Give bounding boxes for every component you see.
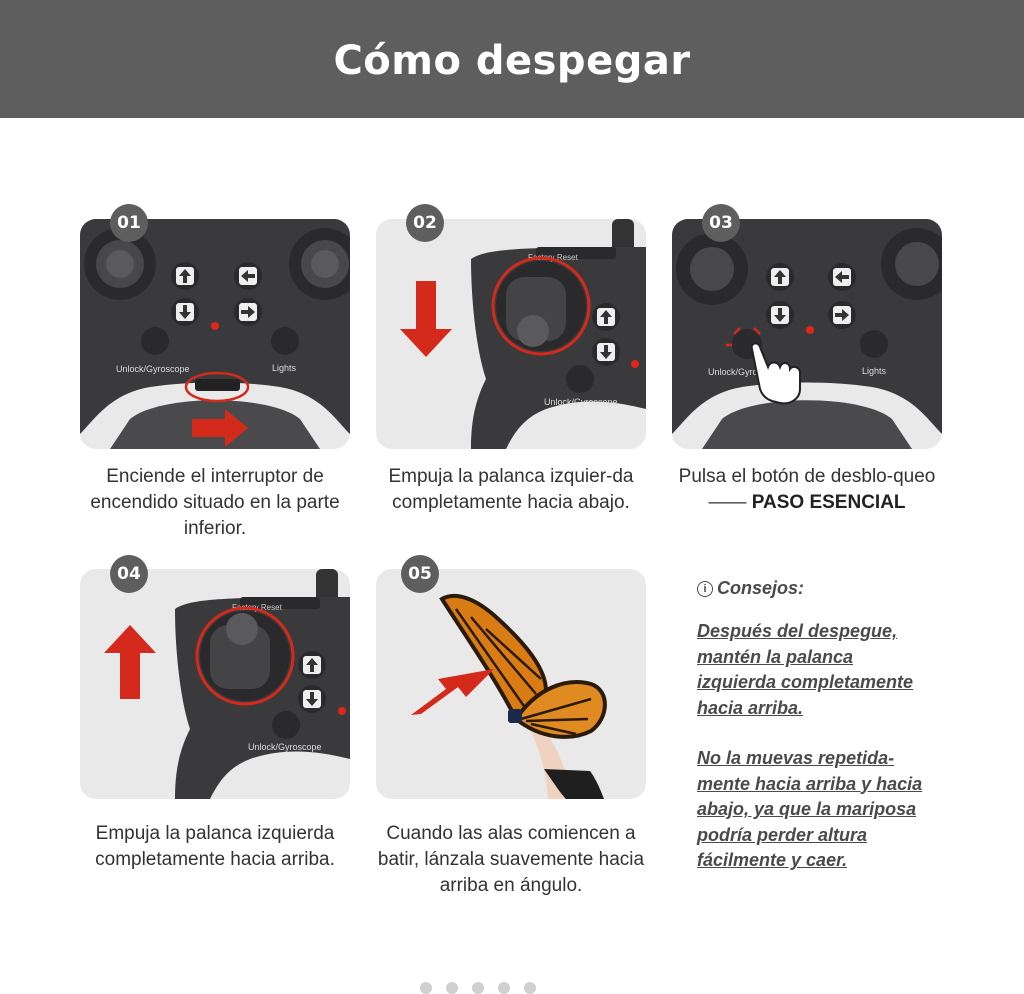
step-image-unlock-button: Unlock/Gyro Lights [672, 219, 942, 449]
pagination-dots [420, 982, 536, 994]
unlock-label: Unlock/Gyroscope [248, 742, 322, 752]
tip-item: No la muevas repetida- mente hacia arrib… [697, 748, 923, 870]
unlock-label: Unlock/Gyroscope [116, 364, 190, 374]
step-number-badge: 03 [702, 204, 740, 242]
step-image-left-stick-down: Factory Reset Unlock/Gyroscope [376, 219, 646, 449]
page-header: Cómo despegar [0, 0, 1024, 118]
highlight-circle [184, 371, 250, 403]
pagination-dot[interactable] [472, 982, 484, 994]
controller-illustration: Factory Reset Unlock/Gyroscope [104, 569, 350, 799]
pagination-dot[interactable] [446, 982, 458, 994]
step-caption-text: Pulsa el botón de desblo-queo —— [678, 466, 936, 513]
step-number-badge: 04 [110, 555, 148, 593]
pagination-dot[interactable] [498, 982, 510, 994]
step-caption: Enciende el interruptor de encendido sit… [90, 466, 340, 539]
butterfly-illustration [411, 593, 607, 799]
controller-illustration: Factory Reset Unlock/Gyroscope [400, 219, 646, 449]
step-image-left-stick-up: Factory Reset Unlock/Gyroscope [80, 569, 350, 799]
tip-item: Después del despegue, mantén la palanca … [697, 621, 914, 718]
essential-step-label: PASO ESENCIAL [751, 492, 906, 513]
step-caption: Cuando las alas comiencen a batir, lánza… [377, 823, 645, 896]
controller-illustration: Unlock/Gyro Lights [672, 219, 942, 449]
lights-label: Lights [272, 363, 297, 373]
unlock-label: Unlock/Gyroscope [544, 397, 618, 407]
pagination-dot[interactable] [524, 982, 536, 994]
step-caption: Empuja la palanca izquier-da completamen… [388, 466, 634, 513]
step-number-badge: 01 [110, 204, 148, 242]
arrow-right-icon [192, 409, 248, 447]
step-number-badge: 05 [401, 555, 439, 593]
highlight-circle [491, 256, 591, 356]
step-number-badge: 02 [406, 204, 444, 242]
info-icon: i [697, 580, 713, 597]
step-caption: Empuja la palanca izquierda completament… [95, 823, 335, 870]
hand-pointer-icon [750, 342, 801, 405]
tips-heading: i Consejos: [697, 578, 987, 599]
arrow-diagonal-icon [411, 669, 494, 715]
arrow-up-icon [104, 625, 156, 699]
unlock-label: Unlock/Gyro [708, 367, 758, 377]
tips-panel: i Consejos: Después del despegue, mantén… [697, 578, 987, 899]
pagination-dot[interactable] [420, 982, 432, 994]
page-title: Cómo despegar [333, 38, 691, 84]
step-image-launch-butterfly [376, 569, 646, 799]
step-image-power-switch: Unlock/Gyroscope Lights [80, 219, 350, 449]
controller-illustration: Unlock/Gyroscope Lights [80, 219, 350, 449]
tips-heading-text: Consejos: [717, 578, 805, 598]
factory-reset-label: Factory Reset [232, 603, 283, 612]
step-caption: Pulsa el botón de desblo-queo —— PASO ES… [662, 464, 952, 516]
factory-reset-label: Factory Reset [528, 253, 579, 262]
lights-label: Lights [862, 366, 887, 376]
arrow-down-icon [400, 281, 452, 357]
highlight-circle [195, 606, 295, 706]
